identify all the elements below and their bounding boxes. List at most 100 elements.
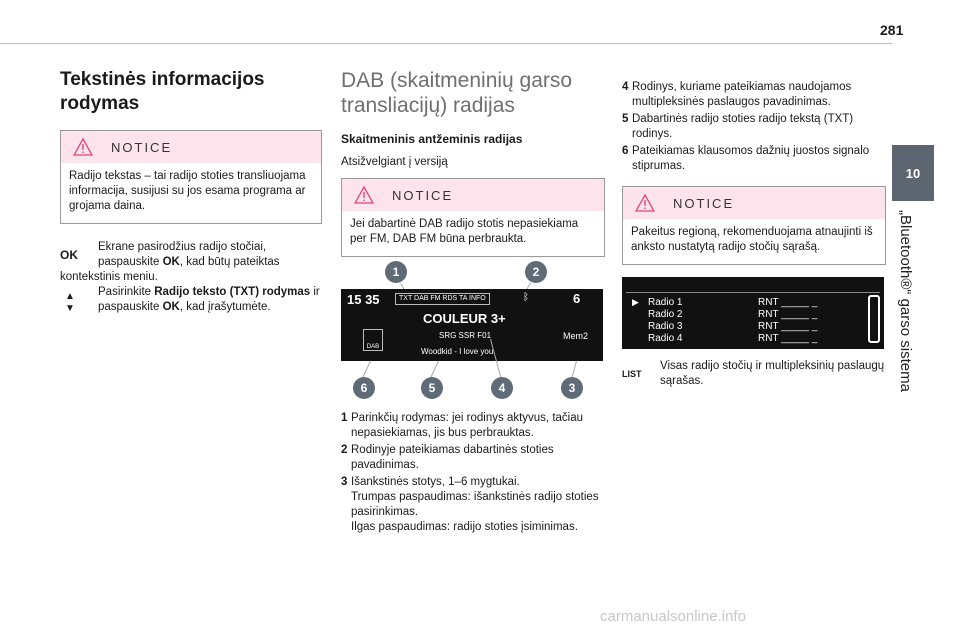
warning-triangle-icon	[635, 194, 655, 212]
instruction-text: , kad būtų pateiktas	[179, 256, 280, 268]
item-number: 1	[341, 412, 348, 424]
screen-time: 15 35	[347, 292, 380, 307]
item-number: 2	[341, 444, 348, 456]
item-text: Rodinyje pateikiamas dabartinės stoties …	[351, 444, 554, 471]
notice-box: NOTICE Pakeitus regioną, rekomenduojama …	[622, 186, 886, 265]
notice-text: Radijo tekstas – tai radijo stoties tran…	[69, 170, 306, 212]
item-text: Rodinys, kuriame pateikiamas naudojamos …	[632, 81, 852, 108]
callout-4: 4	[491, 377, 513, 399]
ok-button-label: OK	[60, 248, 78, 262]
list-button-label: LIST	[622, 369, 642, 379]
station-row: Radio 3 RNT _____ _	[648, 321, 828, 333]
instruction-text: Ekrane pasirodžius radijo stočiai, paspa…	[98, 241, 267, 268]
section-heading-dab: DAB (skaitmeninių garso transliacijų) ra…	[341, 68, 605, 118]
page-number: 281	[880, 22, 904, 38]
heading-line: rodymas	[60, 93, 140, 114]
item-text: Pateikiamas klausomos dažnių juostos sig…	[632, 145, 870, 172]
notice-header: NOTICE	[623, 187, 885, 219]
item-number: 6	[622, 145, 629, 157]
station-rnt: RNT _____ _	[758, 333, 818, 344]
item-text: Išankstinės stotys, 1–6 mygtukai.	[351, 476, 520, 488]
menu-option-bold: Radijo teksto (TXT) rodymas	[154, 286, 311, 298]
warning-triangle-icon	[73, 138, 93, 156]
up-down-arrows-icon: ▲▼	[65, 291, 75, 314]
heading-line: DAB (skaitmeninių garso	[341, 69, 573, 92]
item-text: Parinkčių rodymas: jei rodinys aktyvus, …	[351, 412, 584, 439]
callout-5: 5	[421, 377, 443, 399]
ok-bold: OK	[162, 256, 180, 268]
instruction-text: ir paspauskite	[98, 286, 320, 313]
list-instruction: LIST Visas radijo stočių ir multipleksin…	[622, 359, 886, 389]
scrollbar	[868, 295, 880, 343]
play-icon: ▶	[632, 297, 639, 307]
station-name: COULEUR 3+	[423, 311, 506, 326]
station-rnt: RNT _____ _	[758, 321, 818, 332]
station-rnt: RNT _____ _	[758, 297, 818, 308]
item-number: 3	[341, 476, 348, 488]
notice-title: NOTICE	[673, 195, 735, 211]
heading-line: Tekstinės informacijos	[60, 69, 265, 90]
callout-3: 3	[561, 377, 583, 399]
notice-box: NOTICE Radijo tekstas – tai radijo stoti…	[60, 130, 322, 224]
item-text: Trumpas paspaudimas: išankstinės radijo …	[351, 491, 599, 518]
station-row: Radio 4 RNT _____ _	[648, 333, 828, 345]
subheading: Skaitmeninis antžeminis radijas	[341, 132, 523, 146]
station-rnt: RNT _____ _	[758, 309, 818, 320]
station-row: Radio 2 RNT _____ _	[648, 309, 828, 321]
station-name: Radio 4	[648, 333, 683, 344]
ok-instruction: OK Ekrane pasirodžius radijo stočiai, pa…	[60, 240, 322, 270]
notice-box: NOTICE Jei dabartinė DAB radijo stotis n…	[341, 178, 605, 257]
item-text: Dabartinės radijo stoties radijo tekstą …	[632, 113, 854, 140]
notice-title: NOTICE	[111, 139, 173, 155]
multiplex-name: SRG SSR F01	[439, 331, 492, 340]
instruction-text: Visas radijo stočių ir multipleksinių pa…	[660, 360, 885, 387]
select-instruction: ▲▼ Pasirinkite Radijo teksto (TXT) rodym…	[60, 285, 322, 315]
dab-display-illustration: 1 2 15 35 TXT DAB FM RDS TA INFO ᛒ 6 COU…	[341, 261, 603, 399]
item-text: Ilgas paspaudimas: radijo stoties įsimin…	[351, 521, 578, 533]
station-name: Radio 2	[648, 309, 683, 320]
screen-options-tags: TXT DAB FM RDS TA INFO	[395, 293, 490, 305]
dab-icon: DAB	[363, 329, 383, 351]
chapter-title: „Bluetooth®“ garso sistema	[897, 210, 914, 392]
ok-bold: OK	[162, 301, 180, 313]
instruction-continued: kontekstinis meniu.	[60, 271, 158, 283]
heading-line: transliacijų) radijas	[341, 94, 515, 117]
callout-6: 6	[353, 377, 375, 399]
station-name: Radio 3	[648, 321, 683, 332]
signal-strength: 6	[573, 291, 581, 306]
radio-screen: 15 35 TXT DAB FM RDS TA INFO ᛒ 6 COULEUR…	[341, 289, 603, 361]
notice-title: NOTICE	[392, 187, 454, 203]
notice-text: Jei dabartinė DAB radijo stotis nepasiek…	[350, 218, 579, 245]
instruction-text: Pasirinkite	[98, 286, 155, 298]
column-dab: DAB (skaitmeninių garso transliacijų) ra…	[341, 68, 605, 537]
item-number: 5	[622, 113, 629, 125]
notice-header: NOTICE	[61, 131, 321, 163]
station-name: Radio 1	[648, 297, 683, 308]
notice-header: NOTICE	[342, 179, 604, 211]
instruction-text: , kad įrašytumėte.	[179, 301, 271, 313]
station-row: Radio 1 RNT _____ _	[648, 297, 828, 309]
item-number: 4	[622, 81, 629, 93]
intro-text: Atsižvelgiant į versiją	[341, 156, 448, 168]
memory-slot: Mem2	[563, 331, 589, 341]
warning-triangle-icon	[354, 186, 374, 204]
header-rule	[0, 43, 892, 44]
screen-divider	[626, 292, 880, 293]
chapter-tab[interactable]: 10	[892, 145, 934, 201]
section-heading-text-info: Tekstinės informacijos rodymas	[60, 68, 322, 116]
column-text-info: Tekstinės informacijos rodymas NOTICE Ra…	[60, 68, 322, 315]
callout-1: 1	[385, 261, 407, 283]
watermark: carmanualsonline.info	[600, 608, 746, 625]
radio-text: Woodkid - I love you	[421, 347, 494, 356]
notice-text: Pakeitus regioną, rekomenduojama atnauji…	[631, 226, 873, 253]
bluetooth-icon: ᛒ	[523, 292, 529, 303]
